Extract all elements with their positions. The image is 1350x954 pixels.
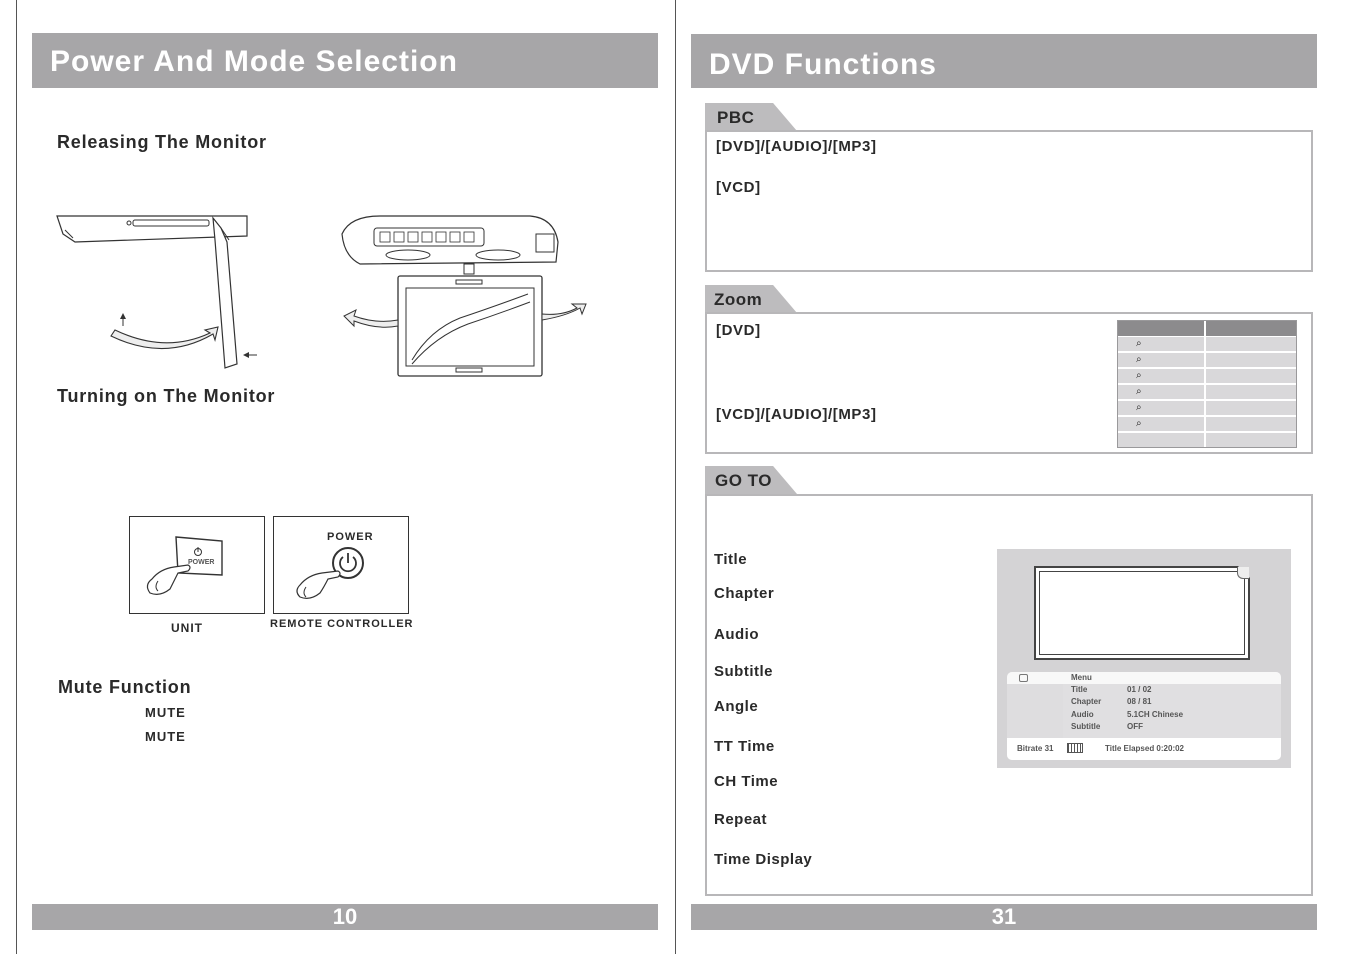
pbc-box <box>705 130 1313 272</box>
page-divider <box>675 0 676 954</box>
zoom-table-row: ⌕ <box>1118 353 1296 369</box>
monitor-release-illustration <box>56 215 257 369</box>
left-page-border <box>16 0 17 954</box>
zoom-table-row: ⌕ <box>1118 369 1296 385</box>
osd-row-value: 5.1CH Chinese <box>1127 710 1184 719</box>
remote-power-illustration <box>296 547 364 599</box>
remote-power-panel: POWER <box>273 516 409 614</box>
left-banner: Power And Mode Selection <box>32 33 658 88</box>
unit-caption: UNIT <box>171 621 203 635</box>
right-banner-title: DVD Functions <box>709 48 937 81</box>
left-page-footer: 10 <box>32 904 658 930</box>
osd-row-value: 08 / 81 <box>1127 697 1152 706</box>
remote-power-label: POWER <box>327 531 374 543</box>
section-mute-heading: Mute Function <box>58 677 192 697</box>
unit-power-illustration <box>146 536 223 595</box>
goto-item-tt-time: TT Time <box>714 738 775 755</box>
osd-panel: Menu Title 01 / 02 Chapter 08 / 81 Audio… <box>1007 672 1281 760</box>
zoom-tab: Zoom <box>705 285 797 313</box>
magnifier-icon: ⌕ <box>1136 354 1142 365</box>
osd-bitrate: Bitrate 31 <box>1017 744 1054 753</box>
zoom-table-row <box>1118 433 1296 447</box>
section-release-heading: Releasing The Monitor <box>57 132 267 152</box>
zoom-line-2: [VCD]/[AUDIO]/[MP3] <box>716 406 877 423</box>
zoom-tab-label: Zoom <box>714 290 763 309</box>
mute-line-1: MUTE <box>145 705 186 720</box>
zoom-table-row: ⌕ <box>1118 401 1296 417</box>
monitor-swivel-illustration <box>341 215 587 377</box>
right-page-footer: 31 <box>691 904 1317 930</box>
pbc-tab-label: PBC <box>717 108 755 127</box>
disc-icon <box>1019 674 1028 682</box>
pbc-tab: PBC <box>705 103 797 131</box>
goto-item-ch-time: CH Time <box>714 773 779 790</box>
pbc-line-1: [DVD]/[AUDIO]/[MP3] <box>716 138 877 155</box>
pbc-line-2: [VCD] <box>716 179 761 196</box>
goto-item-angle: Angle <box>714 698 759 715</box>
mute-line-2: MUTE <box>145 729 186 744</box>
zoom-table-row: ⌕ <box>1118 385 1296 401</box>
left-page-number: 10 <box>332 904 358 929</box>
magnifier-icon: ⌕ <box>1136 370 1142 381</box>
magnifier-icon: ⌕ <box>1136 338 1142 349</box>
unit-power-key-label: POWER <box>188 559 215 566</box>
goto-item-chapter: Chapter <box>714 585 775 602</box>
osd-screen <box>1034 566 1250 660</box>
bitrate-meter-icon <box>1067 743 1083 753</box>
magnifier-icon: ⌕ <box>1136 402 1142 413</box>
right-page-number: 31 <box>991 904 1017 929</box>
zoom-line-1: [DVD] <box>716 322 761 339</box>
goto-item-audio: Audio <box>714 626 759 643</box>
zoom-table-row: ⌕ <box>1118 337 1296 353</box>
goto-tab-label: GO TO <box>715 471 772 490</box>
osd-row-label: Title <box>1071 685 1088 694</box>
goto-item-subtitle: Subtitle <box>714 663 773 680</box>
goto-item-title: Title <box>714 551 748 568</box>
osd-row-label: Chapter <box>1071 697 1102 706</box>
magnifier-icon: ⌕ <box>1136 386 1142 397</box>
left-banner-title: Power And Mode Selection <box>50 45 458 78</box>
osd-menu-label: Menu <box>1071 673 1092 682</box>
goto-osd-illustration: Menu Title 01 / 02 Chapter 08 / 81 Audio… <box>997 549 1291 768</box>
goto-item-time-display: Time Display <box>714 851 813 868</box>
osd-row-label: Subtitle <box>1071 722 1101 731</box>
zoom-level-table: ⌕ ⌕ ⌕ ⌕ ⌕ ⌕ <box>1117 320 1297 448</box>
unit-power-panel: POWER <box>129 516 265 614</box>
section-turning-on-heading: Turning on The Monitor <box>57 386 276 406</box>
osd-row-label: Audio <box>1071 710 1094 719</box>
osd-elapsed: Title Elapsed 0:20:02 <box>1105 744 1184 753</box>
zoom-table-row: ⌕ <box>1118 417 1296 433</box>
remote-caption: REMOTE CONTROLLER <box>270 618 414 630</box>
goto-tab: GO TO <box>705 466 797 494</box>
osd-row-value: OFF <box>1127 722 1143 731</box>
magnifier-icon: ⌕ <box>1136 418 1142 429</box>
right-banner: DVD Functions <box>691 34 1317 88</box>
osd-row-value: 01 / 02 <box>1127 685 1152 694</box>
goto-item-repeat: Repeat <box>714 811 768 828</box>
